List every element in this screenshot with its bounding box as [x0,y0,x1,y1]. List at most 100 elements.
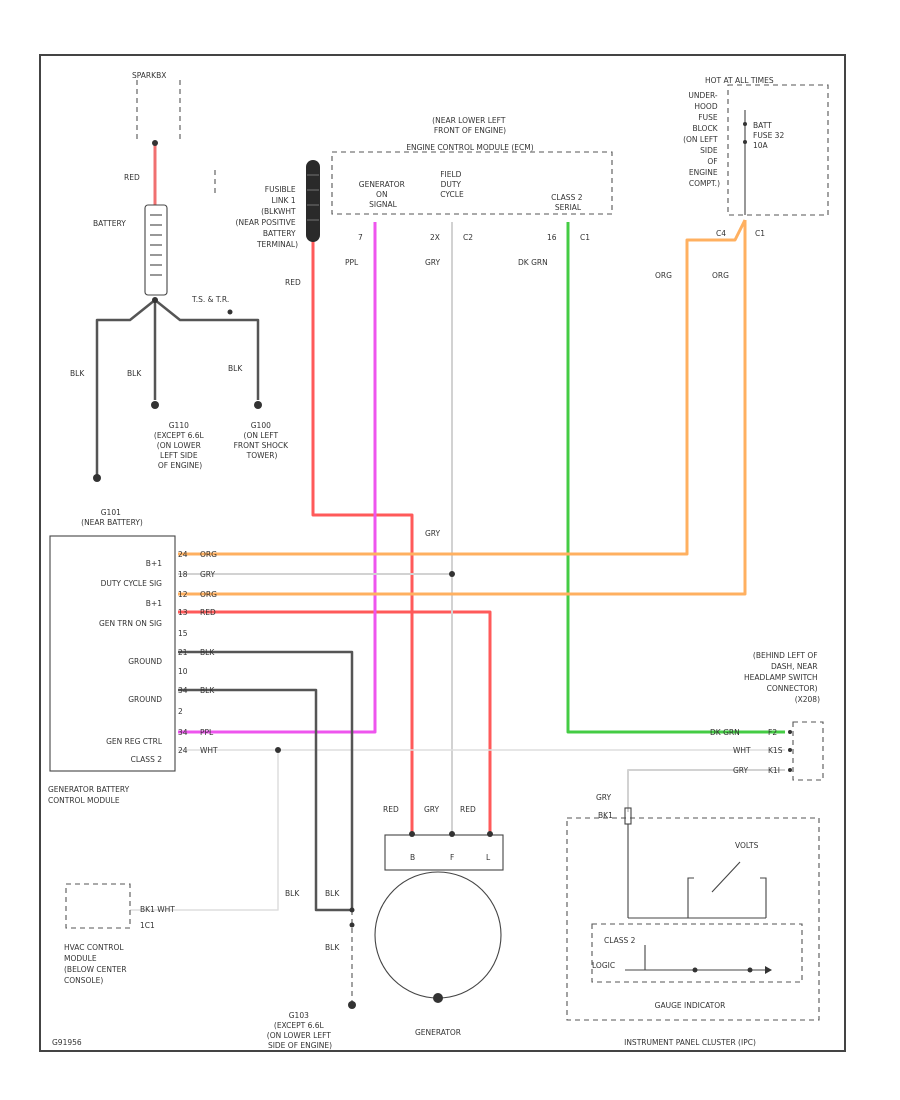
generator-term-f: F [450,853,454,862]
hvac-wire-blk1: BLK [285,889,300,898]
generator-terminal-block [384,834,504,871]
g103-ground-symbol [348,1001,356,1009]
fuse-wire-org1: ORG [655,271,672,280]
ecm-pin-2x: 2X [430,233,440,242]
ipc-component: GRY BK1 VOLTS CLASS 2 LOGIC GAUGE INDICA… [566,793,820,1047]
generator-term-l: L [486,853,491,862]
gbcm-pin-wires: ORG GRY ORG RED BLK BLK PPL WHT [200,550,218,755]
ipc-class2-box [591,923,803,983]
gbcm-pin-10-label: GEN REG CTRL [106,737,163,746]
wire-battery-ground-3 [154,299,260,400]
battery-wire-red-label: RED [124,173,140,182]
connector-box [792,721,824,781]
hvac-wire-blk2: BLK [325,889,340,898]
hvac-component: BK1 WHT 1C1 BLK BLK HVAC CONTROL MODULE … [64,883,340,985]
battery-wire-blk1: BLK [70,369,85,378]
hvac-wire: BK1 WHT [140,905,175,914]
diagram-id: G91956 [52,1038,82,1047]
gbcm-pin-11-label: CLASS 2 [131,755,163,764]
fuse-wire-org2: ORG [712,271,729,280]
ecm-pin-c1: C1 [580,233,590,242]
wire-ground-blk-1 [178,650,354,910]
ecm-title: ENGINE CONTROL MODULE (ECM) [406,143,533,152]
g110-label: G110 (EXCEPT 6.6L (ON LOWER LEFT SIDE OF… [154,421,206,470]
wire-hvac-white [130,750,279,911]
gbcm-pin-1-label: B+1 [146,559,162,568]
svg-text:GRY: GRY [200,570,216,579]
ipc-box [566,817,820,1021]
generator-component: RED GRY RED B F L GENERATOR [374,805,504,1037]
wire-ground-blk-2 [178,688,352,912]
g103-component: BLK G103 (EXCEPT 6.6L (ON LOWER LEFT SID… [267,907,356,1050]
ecm-pin-7: 7 [358,233,363,242]
svg-text:21: 21 [178,648,188,657]
fuse-pin-c4: C4 [716,229,726,238]
battery-wire-blk2: BLK [127,369,142,378]
gbcm-component: G101 (NEAR BATTERY) B+1 DUTY CYCLE SIG B… [48,508,455,805]
ipc-pin: BK1 [598,811,613,820]
wire-bplus-orange-1 [178,219,747,556]
fuse-pin-c1: C1 [755,229,765,238]
connector-row-3-pin: K1I [768,766,780,775]
wire-battery-ground-1 [95,299,156,475]
svg-text:24: 24 [178,550,188,559]
connector-row-1-wire: DK GRN [710,728,740,737]
generator-wire-red2: RED [460,805,476,814]
hot-at-all-times-component: HOT AT ALL TIMES UNDER- HOOD FUSE BLOCK … [655,76,829,280]
fusible-link-label: FUSIBLE LINK 1 (BLKWHT (NEAR POSITIVE BA… [236,185,299,249]
gbcm-pin-6-label: GROUND [128,657,162,666]
wire-generator-on-purple [178,222,377,734]
g110-ground-symbol [151,401,159,409]
ecm-gen-on-label: GENERATOR ON SIGNAL [359,180,407,209]
gbcm-pin-3-label: B+1 [146,599,162,608]
gbcm-pin-8-label: GROUND [128,695,162,704]
svg-text:34: 34 [178,686,188,695]
ipc-gauge-needle [711,861,741,893]
hvac-label: HVAC CONTROL MODULE (BELOW CENTER CONSOL… [64,943,129,985]
gbcm-pin-numbers: 24 18 12 13 15 21 10 34 2 34 24 [178,550,188,755]
ipc-wire-gry: GRY [596,793,612,802]
sparkbx-label: SPARKBX [132,71,166,80]
ecm-class2-label: CLASS 2 SERIAL [551,193,585,212]
fusible-link-component: FUSIBLE LINK 1 (BLKWHT (NEAR POSITIVE BA… [214,160,320,287]
wire-bplus-orange-2 [178,220,747,596]
ecm-pin-c2: C2 [463,233,473,242]
connector-row-3-wire: GRY [733,766,749,775]
svg-text:ORG: ORG [200,590,217,599]
fusible-link-body [306,160,320,242]
generator-body [374,871,502,999]
svg-text:13: 13 [178,608,188,617]
ipc-logic-label: LOGIC [592,961,615,970]
svg-text:ORG: ORG [200,550,217,559]
hot-at-all-times-label: HOT AT ALL TIMES [705,76,774,85]
ipc-title: INSTRUMENT PANEL CLUSTER (IPC) [624,1038,756,1047]
svg-text:BLK: BLK [200,648,215,657]
ecm-component: (NEAR LOWER LEFT FRONT OF ENGINE) ENGINE… [331,116,613,267]
ecm-wire-ppl: PPL [345,258,359,267]
ecm-pin-16: 16 [547,233,557,242]
ipc-volts-label: VOLTS [735,841,759,850]
g110-left-ground-symbol [93,474,101,482]
fuse-block-box [727,84,829,216]
connector-x208-component: (BEHIND LEFT OF DASH, NEAR HEADLAMP SWIT… [710,651,824,781]
ecm-field-duty-label: FIELD DUTY CYCLE [440,170,464,199]
ecm-wire-gry: GRY [425,258,441,267]
battery-component: RED BATTERY T.S. & T.R. BLK BLK BLK G110… [70,173,289,482]
connector-row-2-wire: WHT [733,746,751,755]
g100-ground-symbol [254,401,262,409]
svg-text:24: 24 [178,746,188,755]
svg-text:15: 15 [178,629,188,638]
wire-ipc-gray [627,769,785,812]
connector-location: (BEHIND LEFT OF DASH, NEAR HEADLAMP SWIT… [744,651,820,704]
connector-row-1-pin: F2 [768,728,777,737]
generator-wire-red1: RED [383,805,399,814]
ipc-volts-gauge [687,877,694,918]
fuse-32-label: BATT FUSE 32 10A [753,121,787,150]
gbcm-pin-labels: B+1 DUTY CYCLE SIG B+1 GEN TRN ON SIG GR… [99,559,163,764]
svg-text:12: 12 [178,590,188,599]
wire-class2-green [566,222,785,734]
gbcm-box [49,535,176,772]
generator-ground-symbol [433,993,443,1003]
ipc-class2-label: CLASS 2 [604,936,636,945]
